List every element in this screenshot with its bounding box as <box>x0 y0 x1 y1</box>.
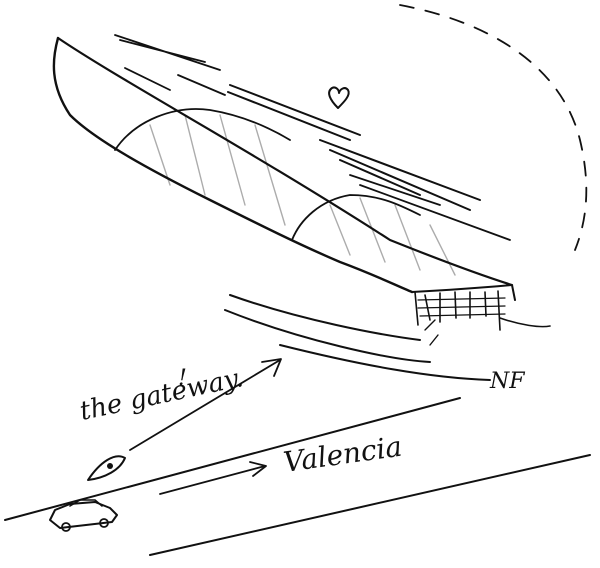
shell-hatch-2 <box>329 197 456 276</box>
roof-stroke-4 <box>319 139 481 211</box>
car-icon <box>49 499 118 532</box>
roof-stroke-2 <box>124 67 226 96</box>
nf-signature: NF <box>489 369 525 394</box>
eye-icon <box>87 455 126 481</box>
building-outline-front <box>52 36 414 294</box>
view-arrow-line <box>129 359 281 451</box>
road-edge-bottom <box>149 454 591 556</box>
roof-stroke-3 <box>227 84 361 141</box>
roof-stroke-5 <box>349 174 511 241</box>
ground-line-1 <box>229 294 421 341</box>
shell-hatch-1 <box>149 114 286 226</box>
exclamation-mark: ! <box>178 366 187 391</box>
valencia-label: Valencia <box>281 430 404 479</box>
entrance-bands <box>417 297 506 317</box>
ground-line-3 <box>279 344 491 381</box>
building-outline-top <box>56 36 514 287</box>
view-arrow-head <box>261 358 282 377</box>
dashed-arc <box>399 4 588 251</box>
entrance-columns <box>414 290 501 331</box>
road-arrow-line <box>159 465 266 495</box>
building <box>52 34 516 346</box>
gateway-label: the gateway. <box>77 363 246 427</box>
heart-icon <box>328 86 350 109</box>
shell-segment-2 <box>291 194 421 241</box>
roof-stroke-1 <box>114 34 221 71</box>
road-arrow-head <box>249 461 267 477</box>
building-nose <box>411 284 516 301</box>
ground-line-2 <box>224 309 431 363</box>
shell-segment-1 <box>114 108 291 151</box>
entrance-stairs <box>424 319 439 346</box>
ground-line-4 <box>499 317 551 328</box>
